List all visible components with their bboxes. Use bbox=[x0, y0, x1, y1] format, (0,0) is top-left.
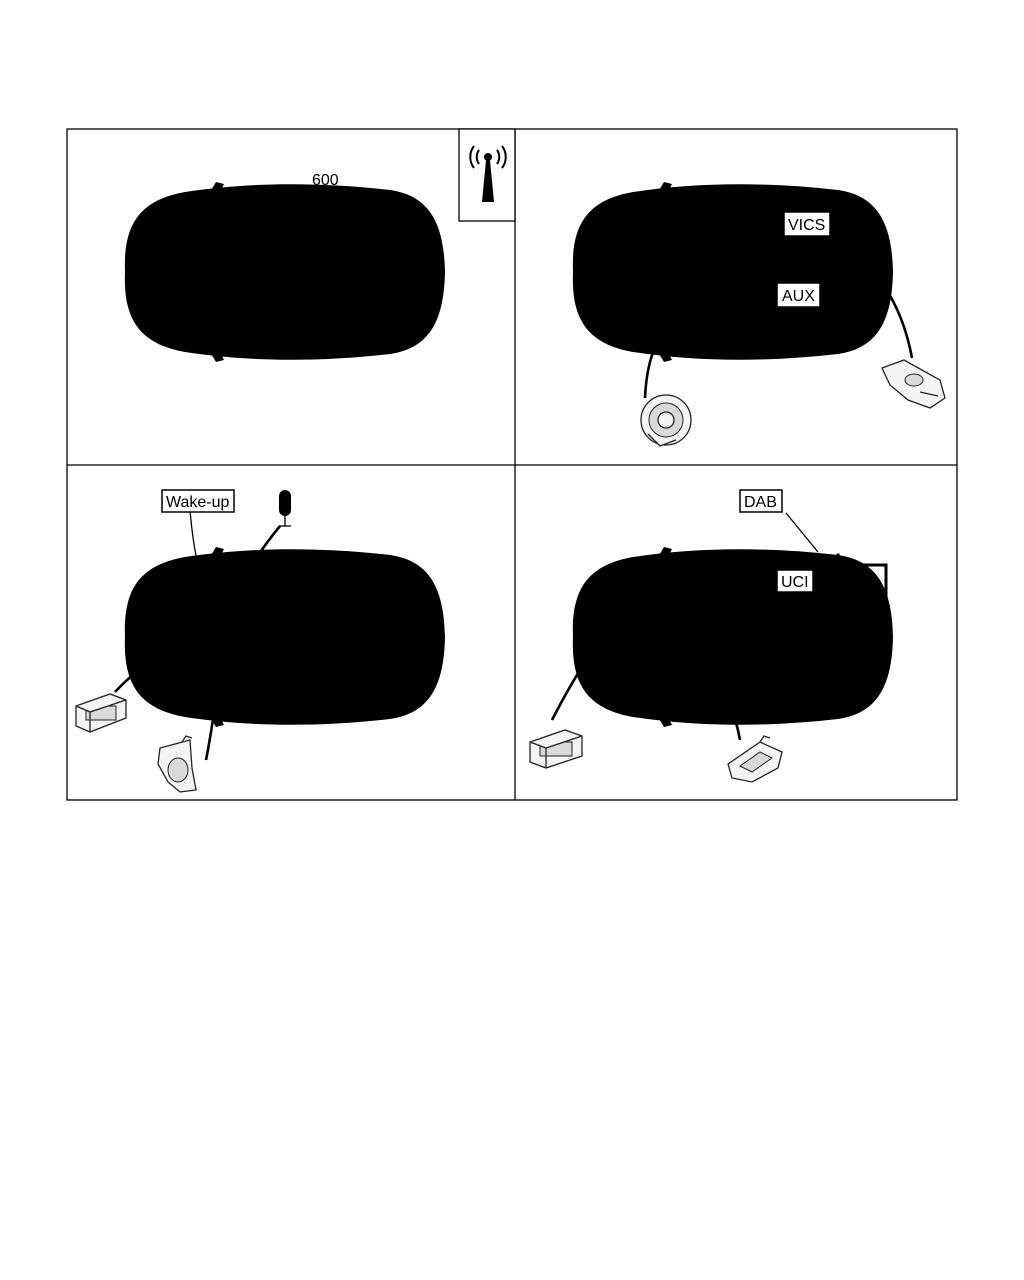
car-top-view bbox=[124, 182, 446, 362]
harness-720 bbox=[646, 208, 868, 342]
antenna-tower-icon bbox=[469, 145, 507, 202]
panel-dab: DAB UCI 780 770 765 760 bbox=[529, 489, 894, 783]
callout-710: 710 bbox=[698, 253, 725, 270]
harness-715 bbox=[721, 240, 777, 290]
harness-750 bbox=[216, 643, 226, 662]
callout-730: 730 bbox=[182, 597, 209, 614]
harness-765 bbox=[620, 590, 756, 622]
harness-dab-main bbox=[674, 553, 888, 624]
audio-unit-icon bbox=[75, 693, 127, 733]
harness-710 bbox=[681, 220, 737, 289]
callout-760: 760 bbox=[612, 661, 639, 678]
svg-text:AUX: AUX bbox=[782, 288, 815, 305]
callout-745: 750 bbox=[255, 599, 282, 616]
speaker-icon bbox=[640, 394, 692, 447]
tweeter-icon bbox=[881, 359, 946, 409]
svg-text:Wake-up: Wake-up bbox=[166, 494, 230, 511]
callout-735: 735 bbox=[341, 655, 368, 672]
callout-715: 715 bbox=[752, 261, 779, 278]
callout-610: 610 bbox=[322, 242, 349, 259]
callout-750: 750 bbox=[181, 652, 208, 669]
harness-620 bbox=[260, 220, 419, 278]
callout-725: 725 bbox=[652, 233, 679, 250]
callout-630: 630 bbox=[216, 246, 243, 263]
antenna-icon-box bbox=[458, 128, 516, 222]
callout-600: 600 bbox=[312, 172, 339, 189]
callout-720: 720 bbox=[604, 311, 631, 328]
harness-730 bbox=[225, 596, 236, 620]
harness-735 bbox=[220, 573, 402, 667]
panel-antenna: 600 610 620 630 650 bbox=[124, 128, 516, 362]
callout-620: 620 bbox=[375, 251, 402, 268]
harness-600 bbox=[186, 200, 411, 284]
svg-text:DAB: DAB bbox=[744, 494, 777, 511]
tag-wake-up: Wake-up bbox=[161, 489, 235, 513]
harness-610 bbox=[250, 210, 439, 267]
panel-audio: VICS AUX 705 725 710 715 700 720 bbox=[572, 182, 946, 447]
callout-770: 770 bbox=[616, 587, 643, 604]
callout-650: 650 bbox=[211, 220, 238, 237]
harness-755 bbox=[195, 674, 218, 694]
panel-microphone: Wake-up 730 750 740 735 750 755 bbox=[75, 489, 446, 793]
svg-text:UCI: UCI bbox=[781, 574, 809, 591]
microphone-icon bbox=[279, 490, 291, 527]
svg-text:VICS: VICS bbox=[788, 217, 825, 234]
tag-vics: VICS bbox=[783, 211, 831, 237]
harness-770 bbox=[650, 562, 679, 697]
callout-705: 705 bbox=[593, 233, 620, 250]
harness-705 bbox=[610, 210, 634, 257]
harness-725 bbox=[648, 250, 678, 280]
connector-bracket-icon bbox=[157, 735, 197, 793]
audio-unit-icon bbox=[529, 729, 583, 769]
tag-uci: UCI bbox=[776, 569, 814, 593]
callout-780: 780 bbox=[666, 575, 693, 592]
callout-740: 740 bbox=[330, 592, 357, 609]
callout-765: 765 bbox=[711, 610, 738, 627]
tag-dab: DAB bbox=[739, 489, 783, 513]
callout-700: 700 bbox=[677, 303, 704, 320]
callout-755: 755 bbox=[155, 681, 182, 698]
harness-760 bbox=[655, 646, 708, 706]
harness-740 bbox=[214, 573, 412, 624]
tag-aux: AUX bbox=[776, 282, 821, 308]
dab-module-icon bbox=[727, 735, 783, 783]
